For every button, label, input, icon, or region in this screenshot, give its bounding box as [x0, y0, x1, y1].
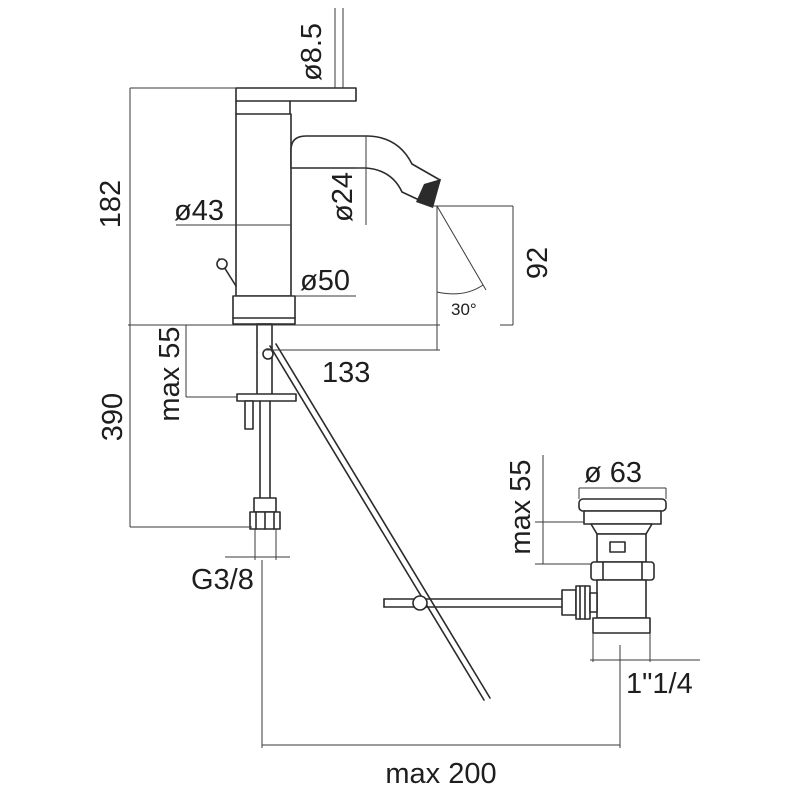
waste-rod [383, 595, 563, 611]
fixing-washer [236, 393, 297, 402]
dim-diameter-43: ø43 [174, 195, 224, 227]
dim-diameter-8-5: ø8.5 [296, 23, 328, 81]
hose-fitting [253, 497, 277, 513]
spout-aerator [416, 179, 441, 208]
dimension-lines [128, 8, 700, 748]
popup-waste [561, 498, 667, 634]
dim-max-55-waste: max 55 [505, 459, 537, 554]
dim-max-200: max 200 [385, 758, 496, 790]
dim-width-133: 133 [322, 357, 370, 389]
dim-height-182: 182 [95, 180, 127, 228]
dim-thread-g3-8: G3/8 [191, 564, 254, 596]
dim-max-55-top: max 55 [154, 326, 186, 421]
dim-height-390: 390 [97, 393, 129, 441]
faucet-cylinder [235, 113, 292, 297]
dim-thread-1-1-4: 1"1/4 [626, 668, 693, 700]
dim-height-92: 92 [522, 247, 554, 279]
waste-side-nut [575, 585, 591, 620]
dim-diameter-24: ø24 [327, 172, 359, 222]
spout [290, 135, 441, 207]
dim-angle-30: 30° [451, 300, 477, 319]
dim-diameter-63: ø 63 [584, 457, 642, 489]
pull-rod [269, 345, 485, 701]
waste-tail [592, 617, 651, 634]
under-sink-assembly [236, 323, 491, 701]
base-collar [232, 295, 296, 325]
popup-knob [216, 258, 237, 287]
waste-plug [578, 498, 667, 512]
dim-diameter-50: ø50 [300, 265, 350, 297]
